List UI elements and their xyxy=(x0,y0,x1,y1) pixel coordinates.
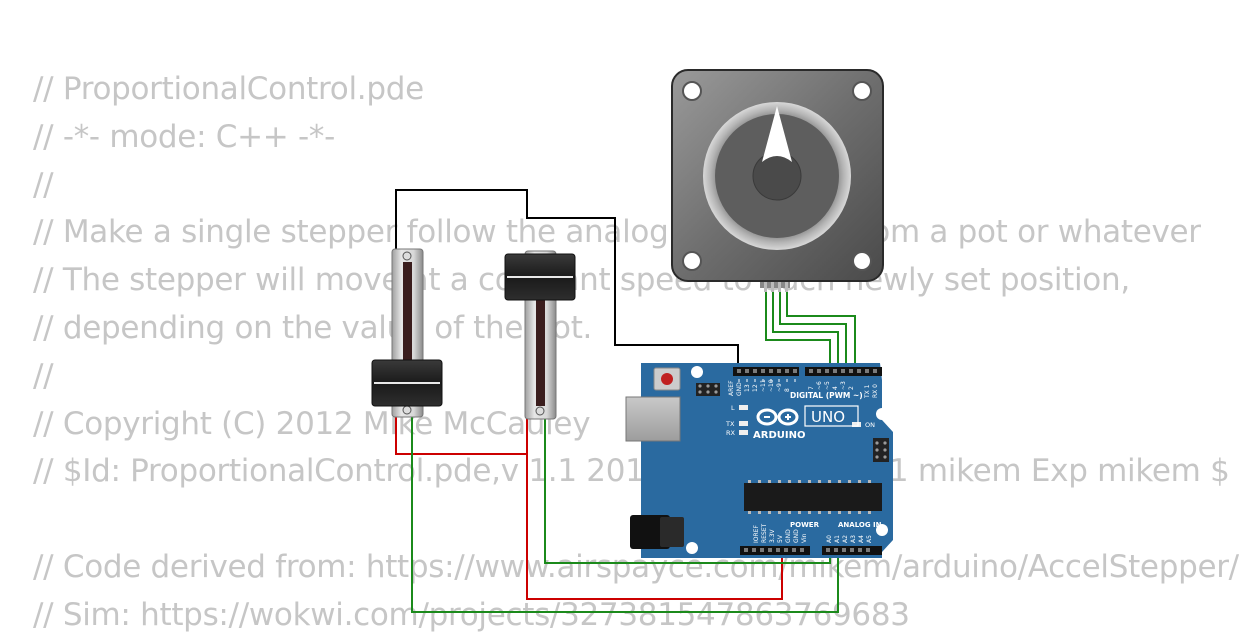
led-rx xyxy=(739,430,748,435)
arduino-logo-text: ARDUINO xyxy=(753,430,805,441)
code-line: // -*- mode: C++ -*- xyxy=(33,118,336,155)
pin-label-ioref: IOREF xyxy=(753,525,760,543)
pin-label-gnd-1: GND xyxy=(785,529,792,543)
code-line: // xyxy=(33,357,54,394)
motor-shaft-pointer-icon xyxy=(762,106,792,162)
pin-label-a2: A2 xyxy=(842,535,849,543)
board-model-label: UNO xyxy=(811,408,845,426)
pin-label-rx: RX 0 xyxy=(872,384,879,398)
usb-port xyxy=(625,396,681,442)
code-line: // The stepper will move at a constant s… xyxy=(33,262,1130,299)
pin-label-8: 8 xyxy=(784,388,791,392)
led-l xyxy=(739,405,748,410)
led-l-label: L xyxy=(731,404,735,412)
slide-potentiometer-left[interactable] xyxy=(371,248,443,418)
reset-button[interactable] xyxy=(653,367,681,391)
pin-label-10: ~10 xyxy=(768,379,775,392)
code-line: // Copyright (C) 2012 Mike McCauley xyxy=(33,405,591,442)
atmega-chip xyxy=(744,483,882,511)
pin-label-a3: A3 xyxy=(850,535,857,543)
pin-label-6: ~6 xyxy=(816,381,823,390)
led-tx xyxy=(739,421,748,426)
code-line: // xyxy=(33,166,54,203)
pin-label-tx: TX 1 xyxy=(864,384,871,399)
code-line: // ProportionalControl.pde xyxy=(33,71,424,107)
wire-signal-left[interactable] xyxy=(411,412,839,613)
stepper-motor[interactable] xyxy=(671,69,884,292)
slide-potentiometer-right[interactable] xyxy=(504,250,576,420)
pin-label-5: ~5 xyxy=(824,381,831,390)
pin-label-aref: AREF xyxy=(728,380,735,396)
power-header xyxy=(740,546,810,555)
power-header-label: POWER xyxy=(790,521,820,529)
code-line: // Sim: https://wokwi.com/projects/32738… xyxy=(33,596,910,633)
pin-label-gnd: GND xyxy=(736,382,743,396)
wire-motor-d[interactable] xyxy=(786,285,856,372)
code-line: // Make a single stepper follow the anal… xyxy=(33,214,1201,251)
arduino-uno-board[interactable]: DIGITAL (PWM ~) AREF GND 13 12 ~11 ~10 ~… xyxy=(625,363,893,558)
analog-header-label: ANALOG IN xyxy=(838,521,882,529)
code-line: // depending on the value of the pot. xyxy=(33,309,593,346)
pin-label-3: ~3 xyxy=(840,381,847,390)
arduino-logo-icon xyxy=(756,408,799,426)
pin-label-2: 2 xyxy=(848,386,855,390)
wires xyxy=(395,189,856,613)
digital-header-left xyxy=(733,367,799,376)
slider-knob[interactable] xyxy=(504,253,576,301)
pin-label-5v: 5V xyxy=(777,534,784,543)
pin-label-vin: Vin xyxy=(801,533,808,543)
code-line: // $Id: ProportionalControl.pde,v 1.1 20… xyxy=(33,453,1230,490)
pin-label-a4: A4 xyxy=(858,535,865,543)
led-on-label: ON xyxy=(865,421,875,429)
circuit-diagram: DIGITAL (PWM ~) AREF GND 13 12 ~11 ~10 ~… xyxy=(371,69,893,613)
pin-label-12: 12 xyxy=(752,384,759,392)
wire-motor-a[interactable] xyxy=(765,285,831,372)
led-rx-label: RX xyxy=(726,429,736,437)
pin-label-11: ~11 xyxy=(760,379,767,392)
code-line: // Code derived from: https://www.airspa… xyxy=(33,548,1239,585)
wire-5v-left[interactable] xyxy=(395,412,527,455)
wire-motor-b[interactable] xyxy=(772,285,839,372)
pin-label-3v3: 3.3V xyxy=(769,528,776,543)
pin-label-9: ~9 xyxy=(776,383,783,392)
wire-gnd-left[interactable] xyxy=(395,189,528,255)
pin-label-13: 13 xyxy=(744,384,751,392)
pin-label-4: 4 xyxy=(832,386,839,390)
pin-label-a1: A1 xyxy=(834,535,841,543)
code-block: // ProportionalControl.pde // -*- mode: … xyxy=(33,66,1239,633)
wire-motor-c[interactable] xyxy=(779,285,847,372)
slider-knob[interactable] xyxy=(371,359,443,407)
pin-label-7: 7 xyxy=(808,386,815,390)
led-on xyxy=(852,422,861,427)
pin-label-a0: A0 xyxy=(826,535,833,543)
pin-label-reset: RESET xyxy=(761,523,768,543)
icsp-header xyxy=(696,383,720,396)
led-tx-label: TX xyxy=(725,420,735,428)
digital-header-label: DIGITAL (PWM ~) xyxy=(790,391,863,400)
wire-gnd-main[interactable] xyxy=(526,214,739,372)
wire-5v-main[interactable] xyxy=(526,415,783,600)
pin-label-gnd-2: GND xyxy=(793,529,800,543)
pin-label-a5: A5 xyxy=(866,535,873,543)
